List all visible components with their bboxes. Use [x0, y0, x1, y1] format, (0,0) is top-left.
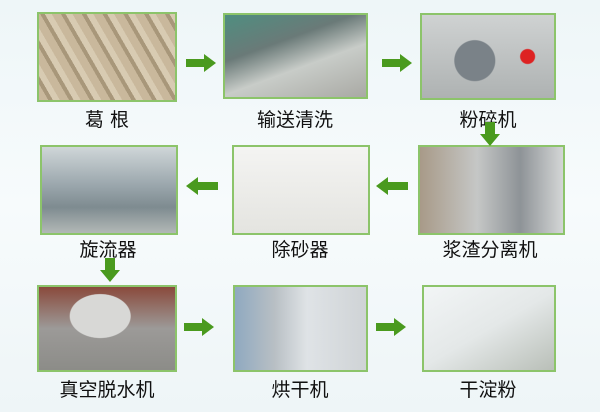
- arrow-right-icon: [382, 54, 412, 72]
- arrow-down-icon: [100, 258, 120, 282]
- arrow-right-icon: [376, 318, 406, 336]
- photo-kudzu-roots: [37, 12, 177, 102]
- step-label: 葛 根: [84, 109, 130, 131]
- arrow-down-icon: [480, 122, 500, 146]
- step-label: 浆渣分离机: [442, 239, 538, 261]
- step-label: 粉碎机: [459, 109, 517, 131]
- photo-dryer: [233, 285, 368, 372]
- step-label: 旋流器: [79, 239, 137, 261]
- arrow-right-icon: [186, 54, 216, 72]
- photo-desander: [232, 145, 370, 235]
- step-label: 真空脱水机: [59, 379, 155, 401]
- photo-conveyor-washer: [223, 13, 368, 99]
- photo-hydrocyclone: [40, 145, 178, 235]
- photo-dry-starch: [422, 285, 556, 372]
- arrow-left-icon: [186, 177, 218, 195]
- step-label: 输送清洗: [256, 109, 333, 131]
- photo-vacuum-dewaterer: [37, 285, 177, 372]
- step-label: 烘干机: [271, 379, 329, 401]
- step-label: 除砂器: [271, 239, 329, 261]
- photo-slurry-separator: [418, 145, 565, 235]
- arrow-right-icon: [184, 318, 214, 336]
- arrow-left-icon: [376, 177, 408, 195]
- step-label: 干淀粉: [459, 379, 517, 401]
- photo-crusher: [420, 13, 556, 100]
